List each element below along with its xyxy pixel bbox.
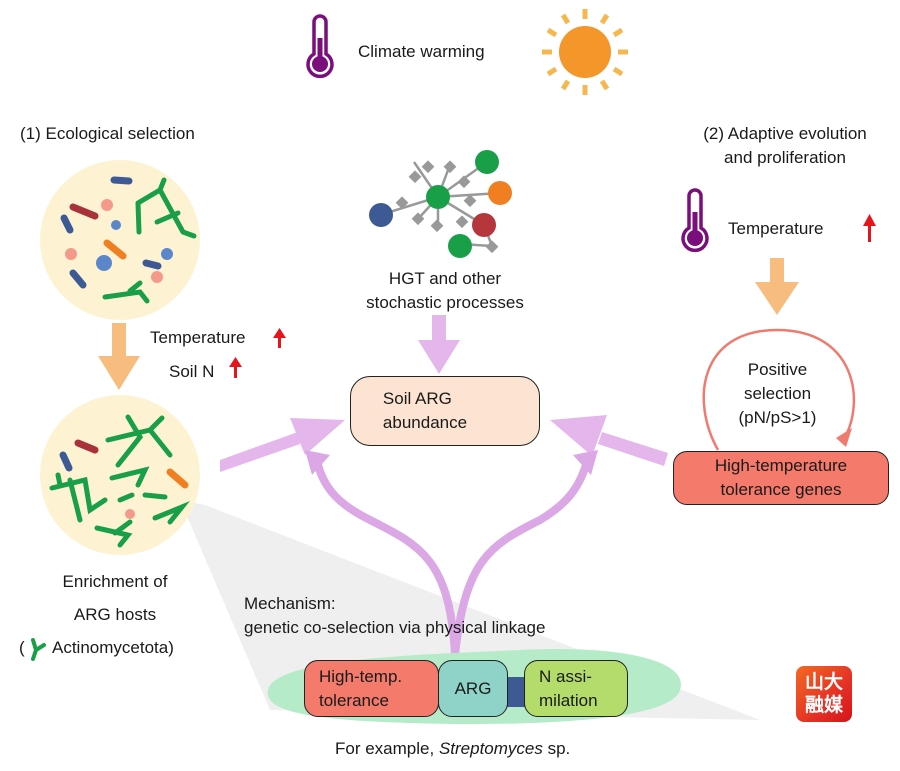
climate-warming-title: Climate warming (358, 42, 485, 61)
example-suffix: sp. (542, 739, 571, 758)
soil-n-factor-label: Soil N (169, 362, 215, 381)
high-temp-genes-box: High-temperature tolerance genes (673, 451, 889, 505)
segment-label-4: milation (539, 690, 598, 710)
segment-label-1: High-temp. (319, 666, 403, 686)
selection-loop-arrowhead (836, 428, 852, 447)
abundance-label-2: abundance (382, 413, 468, 432)
sun-icon (542, 9, 628, 95)
enrichment-label-2: ARG hosts (73, 605, 157, 624)
hgt-to-abundance-arrow (418, 315, 460, 374)
adaptation-arrow (755, 258, 799, 315)
gene-linker (505, 677, 527, 707)
thermometer-icon-right (681, 188, 709, 253)
adaptive-heading-1: (2) Adaptive evolution (703, 124, 867, 143)
co-selection-arrows (314, 463, 590, 656)
microbe-community-enriched (40, 395, 200, 555)
example-caption: For example, Streptomyces sp. (335, 737, 570, 761)
temperature-factor-label: Temperature (150, 328, 246, 347)
watermark-line-2: 融媒 (804, 695, 843, 716)
soil-arg-abundance-box: Soil ARG abundance (350, 376, 540, 446)
adaptive-heading-2: and proliferation (724, 148, 846, 167)
temperature-up-arrow-right (863, 214, 876, 242)
watermark-logo: 山大 融媒 (796, 666, 852, 722)
segment-label-3: N assi- (539, 666, 592, 686)
gene-segment-arg: ARG (438, 660, 508, 717)
gene-segment-n-assimilation: N assi- milation (524, 660, 628, 717)
hgt-network-icon (369, 150, 512, 258)
mechanism-title: Mechanism: (244, 594, 336, 613)
selection-arrow (98, 323, 140, 390)
temperature-up-arrow-left (273, 328, 286, 348)
thermometer-icon (306, 14, 334, 79)
segment-label-2: tolerance (319, 690, 389, 710)
hgt-label-1: HGT and other (388, 269, 502, 288)
gene-segment-high-temp: High-temp. tolerance (304, 660, 439, 717)
enrichment-to-abundance-arrow (220, 418, 345, 472)
ecological-selection-heading: (1) Ecological selection (20, 124, 195, 143)
segment-label-arg: ARG (454, 678, 492, 698)
host-paren: ( (19, 638, 25, 657)
selection-loop (702, 328, 856, 451)
example-prefix: For example, (335, 739, 439, 758)
hgt-label-2: stochastic processes (366, 293, 524, 312)
abundance-label-1: Soil ARG (382, 389, 452, 408)
temperature-label-right: Temperature (728, 219, 824, 238)
soil-n-up-arrow (229, 357, 242, 378)
actinomycete-icon (31, 638, 46, 661)
example-taxon: Streptomyces (438, 739, 543, 758)
mechanism-description: genetic co-selection via physical linkag… (244, 618, 546, 637)
microbe-community-initial (40, 160, 200, 320)
watermark-line-1: 山大 (804, 672, 843, 693)
loop-label-2: selection (743, 384, 812, 403)
genes-label-1: High-temperature (714, 456, 848, 475)
arrowhead-right (573, 450, 598, 475)
arrowhead-left (305, 450, 330, 475)
host-taxon-label: Actinomycetota) (52, 638, 174, 657)
loop-label-1: Positive (747, 360, 808, 379)
genes-label-2: tolerance genes (720, 480, 842, 499)
enrichment-label-1: Enrichment of (62, 572, 168, 591)
genes-to-abundance-arrow (550, 415, 668, 466)
loop-label-3: (pN/pS>1) (738, 408, 817, 427)
